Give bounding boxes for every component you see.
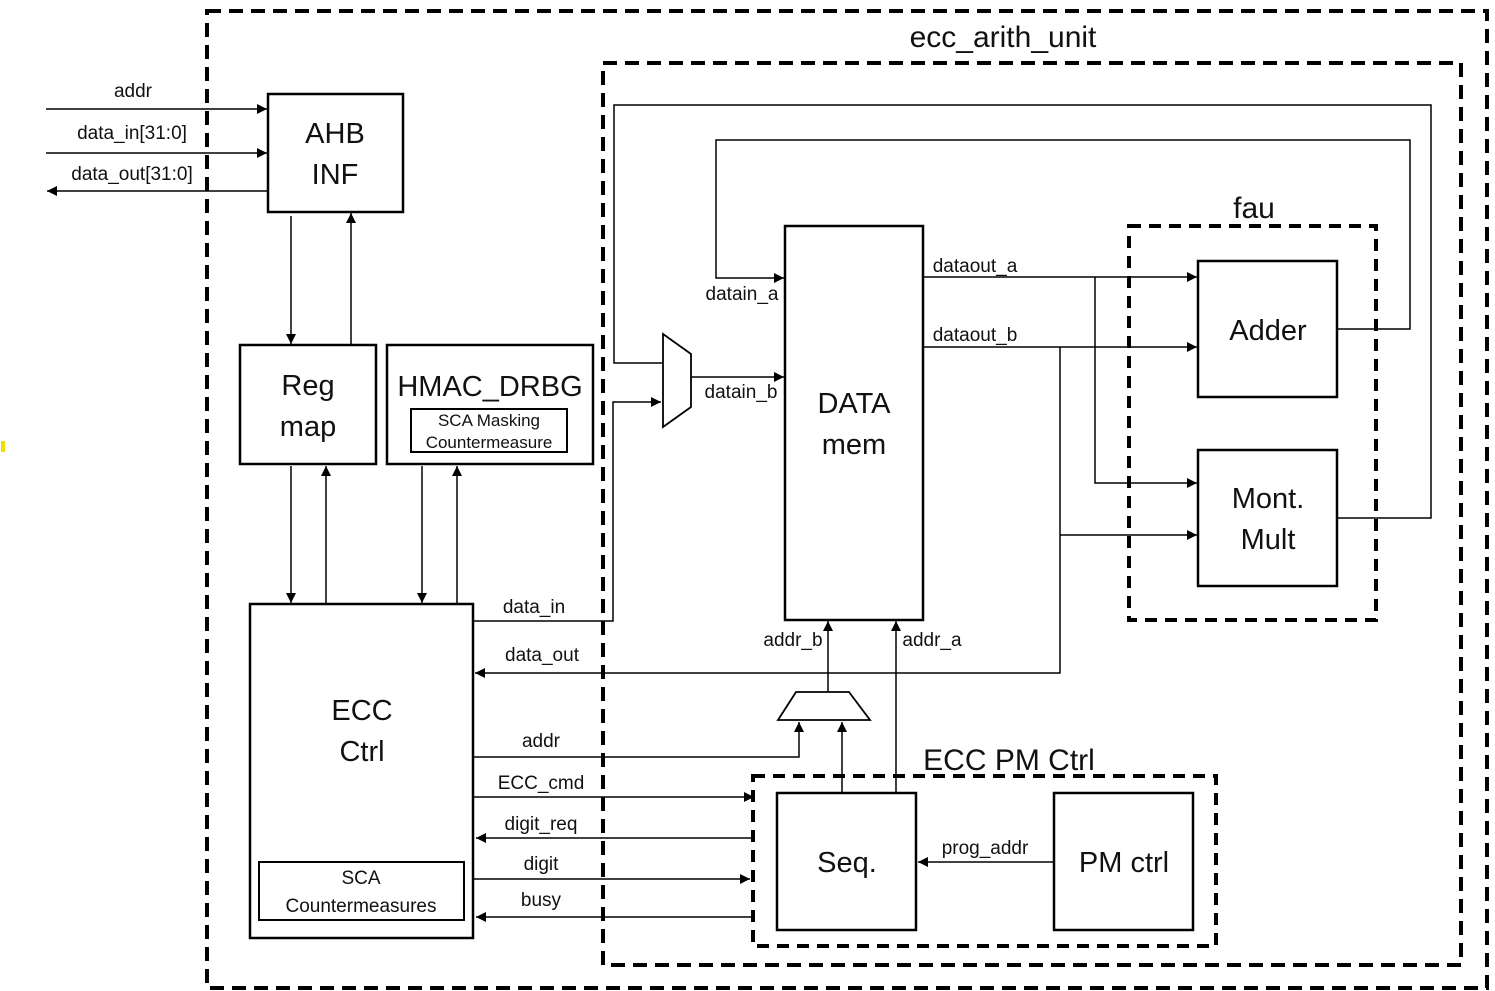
datain-b-label: datain_b (705, 382, 778, 403)
ecc-ctrl-label-1: ECC (331, 695, 392, 727)
ecc-arith-unit-boundary (601, 61, 1463, 967)
reg-map-label-2: map (280, 411, 336, 443)
reg-map-block (238, 343, 378, 466)
mont-mult-label-1: Mont. (1232, 483, 1305, 515)
ahb-inf-block (266, 92, 405, 214)
ext-data-in-label: data_in[31:0] (77, 123, 187, 144)
addr-wire (474, 722, 804, 758)
addr-label: addr (522, 731, 561, 752)
dataout-a-to-montmult-wire (1094, 277, 1197, 488)
mont-mult-block (1196, 448, 1339, 588)
hmac-drbg-label: HMAC_DRBG (397, 371, 582, 403)
sca-masking-block (410, 408, 568, 453)
data-mem-block (783, 224, 925, 622)
digit-req-label: digit_req (505, 814, 578, 835)
sca-countermeasures-label-2: Countermeasures (285, 896, 436, 917)
reg-map-label-1: Reg (281, 370, 334, 402)
digit-label: digit (524, 854, 560, 875)
ahb-inf-label-1: AHB (305, 118, 365, 150)
adder-feedback-wire (715, 139, 1411, 330)
ecc-pm-ctrl-boundary (751, 774, 1218, 948)
prog-addr-label: prog_addr (942, 838, 1029, 859)
pm-ctrl-label: PM ctrl (1079, 847, 1169, 879)
addr-a-label: addr_a (902, 630, 962, 651)
mont-mult-label-2: Mult (1241, 524, 1296, 556)
data-out-label: data_out (505, 645, 580, 666)
fau-boundary (1127, 224, 1378, 622)
ecc-pm-ctrl-title: ECC PM Ctrl (923, 744, 1095, 777)
sca-countermeasures-label-1: SCA (341, 868, 380, 889)
ext-data-out-label: data_out[31:0] (71, 164, 193, 185)
addr-mux (776, 691, 872, 721)
ext-addr-label: addr (114, 81, 153, 102)
data-out-wire (475, 347, 1061, 678)
data-mem-label-1: DATA (817, 388, 891, 420)
fau-title: fau (1233, 192, 1275, 225)
ecc-ctrl-label-2: Ctrl (339, 736, 384, 768)
sca-countermeasures-block (258, 861, 465, 921)
ahb-inf-label-2: INF (312, 159, 359, 191)
addr-b-label: addr_b (763, 630, 822, 651)
seq-label: Seq. (817, 847, 877, 879)
data-in-wire (474, 397, 661, 622)
dataout-b-label: dataout_b (933, 325, 1018, 346)
data-mem-label-2: mem (822, 429, 886, 461)
dataout-a-label: dataout_a (933, 256, 1018, 277)
adder-label: Adder (1229, 315, 1307, 347)
ecc-cmd-label: ECC_cmd (498, 773, 585, 794)
seq-block (775, 791, 918, 932)
sca-masking-label-2: Countermeasure (426, 433, 553, 452)
busy-label: busy (521, 890, 562, 911)
yellow-marker (1, 441, 5, 452)
ecc-arith-unit-title: ecc_arith_unit (910, 21, 1097, 54)
pm-ctrl-block (1052, 791, 1195, 932)
data-in-label: data_in (503, 597, 565, 618)
outer-boundary (205, 9, 1489, 990)
datain-a-label: datain_a (706, 284, 779, 305)
sca-masking-label-1: SCA Masking (438, 411, 540, 430)
montmult-feedback-wire (613, 104, 1432, 519)
datain-mux (662, 332, 692, 429)
adder-block (1196, 259, 1339, 399)
